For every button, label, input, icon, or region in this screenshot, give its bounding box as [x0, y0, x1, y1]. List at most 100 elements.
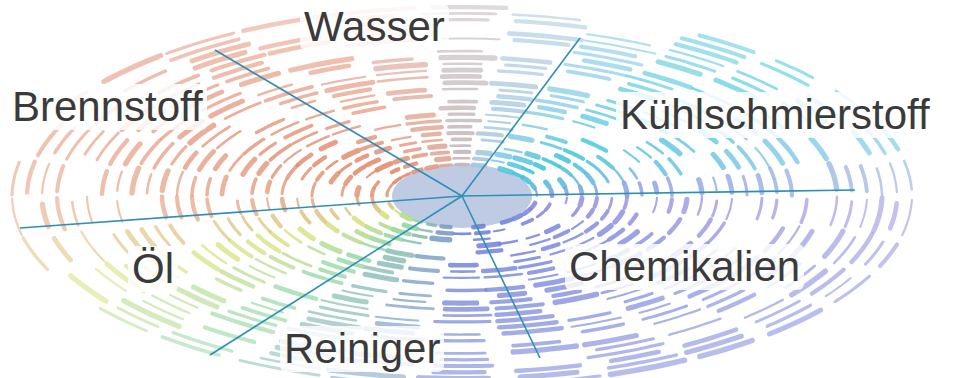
- ripple-stroke: [520, 372, 577, 377]
- ripple-stroke: [520, 262, 551, 268]
- ripple-stroke: [756, 301, 800, 322]
- ripple-stroke: [379, 263, 401, 267]
- ripple-stroke: [222, 177, 226, 194]
- ripple-stroke: [162, 337, 219, 355]
- ripple-stroke: [387, 190, 388, 196]
- ripple-stroke: [449, 125, 471, 129]
- ripple-stroke: [405, 149, 420, 152]
- ripple-stroke: [271, 232, 288, 245]
- ripple-stroke: [557, 156, 569, 162]
- ripple-stroke: [572, 176, 580, 186]
- ripple-stroke: [374, 182, 378, 188]
- ripple-stroke: [527, 235, 539, 239]
- ripple-stroke: [443, 88, 477, 91]
- ripple-stroke: [583, 140, 606, 151]
- ripple-stroke: [259, 218, 270, 231]
- ripple-stroke: [509, 33, 581, 40]
- ripple-stroke: [491, 299, 530, 302]
- ripple-stroke: [811, 138, 826, 158]
- ripple-stroke: [478, 152, 490, 153]
- ripple-stroke: [560, 167, 571, 175]
- ripple-stroke: [514, 40, 568, 45]
- ripple-stroke: [662, 140, 680, 154]
- ripple-stroke: [492, 102, 524, 105]
- ripple-stroke: [118, 308, 158, 327]
- ripple-stroke: [700, 35, 754, 52]
- ripple-stroke: [647, 142, 663, 153]
- ripple-stroke: [419, 375, 489, 378]
- ripple-stroke: [215, 156, 225, 169]
- ripple-stroke: [382, 213, 387, 217]
- ripple-stroke: [102, 171, 107, 193]
- ripple-stroke: [170, 225, 183, 242]
- ripple-stroke: [242, 216, 252, 230]
- ripple-stroke: [669, 219, 680, 233]
- ripple-stroke: [880, 244, 897, 266]
- ripple-stroke: [904, 161, 912, 189]
- ripple-stroke: [485, 127, 512, 130]
- ripple-stroke: [442, 74, 480, 79]
- ripple-stroke: [728, 176, 732, 192]
- ripple-stroke: [551, 96, 583, 102]
- sector-line: [20, 196, 462, 228]
- ripple-stroke: [301, 211, 310, 222]
- ripple-stroke: [845, 202, 852, 227]
- ripple-stroke: [394, 299, 426, 302]
- ripple-stroke: [585, 41, 656, 54]
- ripple-stroke: [152, 296, 189, 313]
- ripple-stroke: [263, 298, 295, 308]
- ripple-stroke: [96, 269, 126, 291]
- ripple-stroke: [541, 142, 561, 148]
- ripple-stroke: [778, 138, 797, 162]
- ripple-stroke: [825, 231, 843, 256]
- ripple-stroke: [156, 227, 170, 246]
- ripple-stroke: [543, 244, 559, 249]
- ripple-stroke: [514, 215, 521, 218]
- ripple-stroke: [582, 324, 623, 332]
- ripple-stroke: [72, 202, 78, 225]
- ripple-stroke: [441, 333, 479, 336]
- ripple-stroke: [212, 55, 265, 71]
- ripple-stroke: [456, 163, 469, 166]
- ripple-stroke: [256, 119, 283, 132]
- ripple-stroke: [669, 319, 720, 335]
- ripple-stroke: [532, 185, 535, 188]
- sector-label: Brennstoff: [8, 84, 207, 130]
- ripple-stroke: [12, 199, 22, 235]
- ripple-stroke: [344, 102, 378, 109]
- ripple-stroke: [609, 230, 623, 240]
- ripple-stroke: [417, 229, 432, 232]
- ripple-stroke: [852, 234, 872, 262]
- ripple-stroke: [523, 220, 533, 224]
- ripple-stroke: [769, 310, 820, 334]
- ripple-stroke: [428, 224, 436, 225]
- ripple-stroke: [342, 187, 344, 195]
- ripple-stroke: [230, 156, 242, 171]
- ripple-stroke: [284, 150, 301, 163]
- ripple-stroke: [675, 137, 694, 151]
- ripple-stroke: [757, 198, 762, 219]
- ripple-stroke: [509, 164, 521, 168]
- sector-label: Öl: [128, 246, 178, 292]
- ripple-stroke: [199, 151, 213, 169]
- ripple-stroke: [767, 305, 810, 326]
- sector-line: [462, 190, 855, 196]
- ripple-stroke: [473, 165, 485, 166]
- ripple-stroke: [758, 176, 762, 193]
- ripple-stroke: [377, 164, 390, 170]
- ripple-stroke: [762, 64, 808, 86]
- ripple-stroke: [217, 279, 242, 290]
- ripple-stroke: [312, 183, 315, 196]
- ripple-stroke: [327, 82, 373, 90]
- ripple-stroke: [447, 119, 481, 123]
- ripple-stroke: [877, 168, 882, 195]
- ripple-stroke: [515, 158, 531, 163]
- ripple-stroke: [331, 210, 338, 219]
- ripple-stroke: [42, 204, 48, 226]
- ripple-stroke: [564, 233, 583, 242]
- ripple-stroke: [291, 59, 352, 71]
- ripple-stroke: [162, 171, 168, 190]
- ripple-stroke: [498, 96, 530, 99]
